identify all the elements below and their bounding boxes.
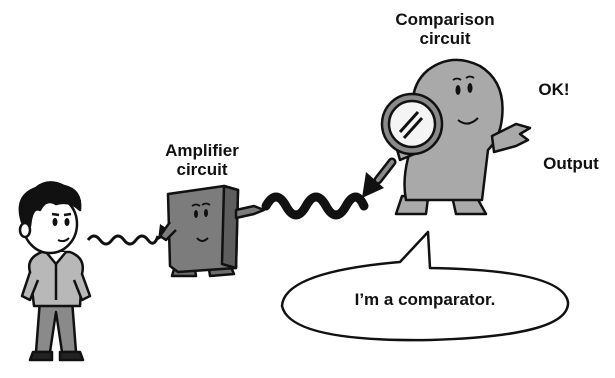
- speech-bubble: [282, 232, 568, 340]
- amplifier-figure: [160, 186, 264, 276]
- speech-bubble-text: I’m a comparator.: [300, 290, 550, 309]
- comparison-label-line2: circuit: [375, 29, 515, 48]
- amplifier-label-line1: Amplifier: [140, 141, 264, 160]
- input-signal-wave: [88, 224, 172, 244]
- amplified-signal-wave: [266, 172, 384, 215]
- boy-legs: [36, 300, 76, 352]
- output-label: Output: [528, 154, 614, 173]
- amplifier-circuit-label: Amplifier circuit: [140, 141, 264, 179]
- comparison-label-line1: Comparison: [375, 10, 515, 29]
- boy-figure: [20, 182, 90, 360]
- comparison-figure: [378, 60, 530, 214]
- ok-status-label: OK!: [524, 80, 584, 99]
- comparison-circuit-label: Comparison circuit: [375, 10, 515, 48]
- amplifier-label-line2: circuit: [140, 160, 264, 179]
